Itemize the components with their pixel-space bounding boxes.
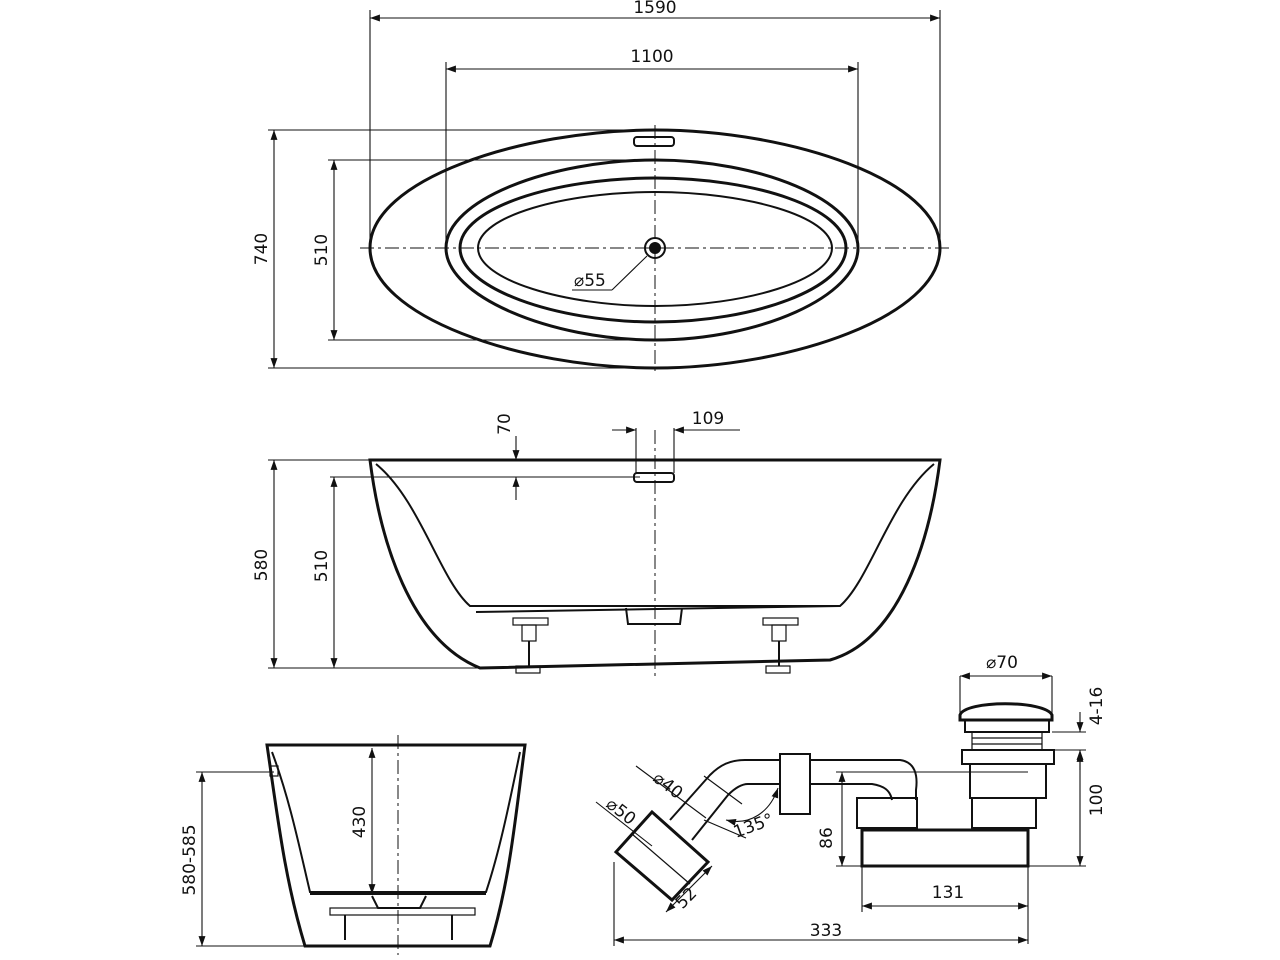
section-view: 580-585 430 <box>180 735 527 955</box>
pipe-inner-diameter-label: ⌀40 <box>649 768 686 803</box>
overflow-top <box>633 136 675 147</box>
drain-housing-side <box>625 607 683 625</box>
foot-left <box>512 617 549 674</box>
trap-offset-label: 131 <box>932 883 964 903</box>
tub-bottom-flange <box>475 605 841 613</box>
plug-cap <box>958 702 1054 722</box>
overflow-pipe <box>810 759 918 800</box>
overall-length-label: 1590 <box>633 0 676 18</box>
plug-diameter-label: ⌀70 <box>986 653 1018 673</box>
top-view: 1590 1100 740 510 ⌀55 <box>252 0 950 375</box>
drain-diameter-label: ⌀55 <box>574 271 606 291</box>
trap-body <box>860 828 1030 868</box>
support-base <box>329 907 476 916</box>
tub-section-inner <box>271 751 521 893</box>
overflow-offset-label: 70 <box>495 413 515 435</box>
overall-length-siphon-label: 333 <box>810 921 842 941</box>
side-view: 70 109 580 510 <box>252 409 942 680</box>
overflow-width-label: 109 <box>692 409 724 429</box>
trap-height-label: 100 <box>1087 784 1107 816</box>
inner-length-label: 1100 <box>630 47 673 67</box>
siphon-detail: ⌀70 4-16 100 86 131 333 ⌀40 ⌀50 <box>595 653 1107 946</box>
inner-depth-label: 510 <box>312 550 332 582</box>
drain-section <box>371 895 427 909</box>
foot-right <box>762 617 799 674</box>
overall-height-label: 580 <box>252 549 272 581</box>
section-height-label: 580-585 <box>180 824 200 895</box>
section-depth-label: 430 <box>350 806 370 838</box>
tub-section-outer <box>265 743 527 948</box>
overall-width-label: 740 <box>252 233 272 265</box>
outlet-height-label: 86 <box>817 827 837 849</box>
tub-basin <box>458 176 848 324</box>
overflow-section <box>269 765 279 777</box>
elbow-pipe <box>669 759 780 821</box>
outlet-length-label: 52 <box>672 884 701 913</box>
pipe-outer-diameter-label: ⌀50 <box>602 794 639 829</box>
plug-adjust-label: 4-16 <box>1087 687 1107 726</box>
inner-width-label: 510 <box>312 234 332 266</box>
elbow-angle-label: 135° <box>731 810 776 843</box>
tub-side-outer <box>368 458 942 670</box>
